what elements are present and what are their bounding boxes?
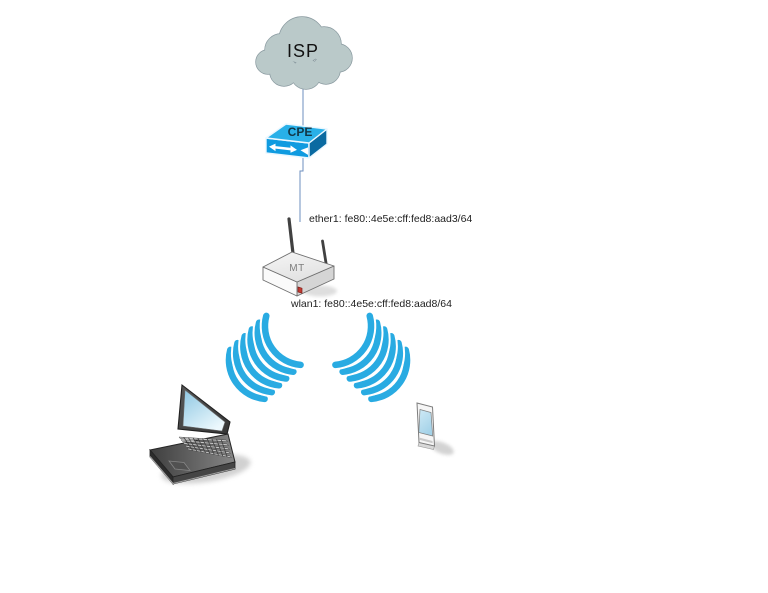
laptop-icon: [149, 383, 251, 486]
ether1-address-label: ether1: fe80::4e5e:cff:fed8:aad3/64: [309, 213, 472, 225]
smartphone-icon: [416, 402, 454, 455]
wifi-waves-left-icon: [229, 316, 301, 399]
laptop-screen: [182, 389, 226, 432]
wlan1-address-label: wlan1: fe80::4e5e:cff:fed8:aad8/64: [290, 298, 452, 310]
cpe-router-link: [299, 156, 304, 222]
switch-arrows-icon: [269, 143, 308, 155]
isp-label: ISP: [287, 41, 319, 61]
cloud-body: [256, 17, 352, 89]
wireless-router-icon: [262, 217, 337, 297]
cpe-switch-icon: [265, 123, 328, 159]
laptop-key-gaps: [183, 437, 228, 458]
router-antenna-right: [321, 239, 328, 268]
router-label: MT: [289, 263, 304, 274]
phone-screen: [418, 409, 434, 437]
wifi-waves-right-icon: [335, 316, 407, 399]
cpe-label: CPE: [288, 125, 313, 139]
phone-button-strip: [419, 437, 433, 444]
phone-shadow: [430, 441, 454, 455]
router-top-face: [262, 251, 335, 283]
laptop-touchpad: [168, 460, 191, 471]
router-led: [297, 286, 303, 294]
isp-cloud-icon: [255, 16, 353, 90]
laptop-base-lip: [149, 456, 236, 485]
switch-top-face: [265, 123, 328, 144]
link-lines: [299, 88, 304, 222]
